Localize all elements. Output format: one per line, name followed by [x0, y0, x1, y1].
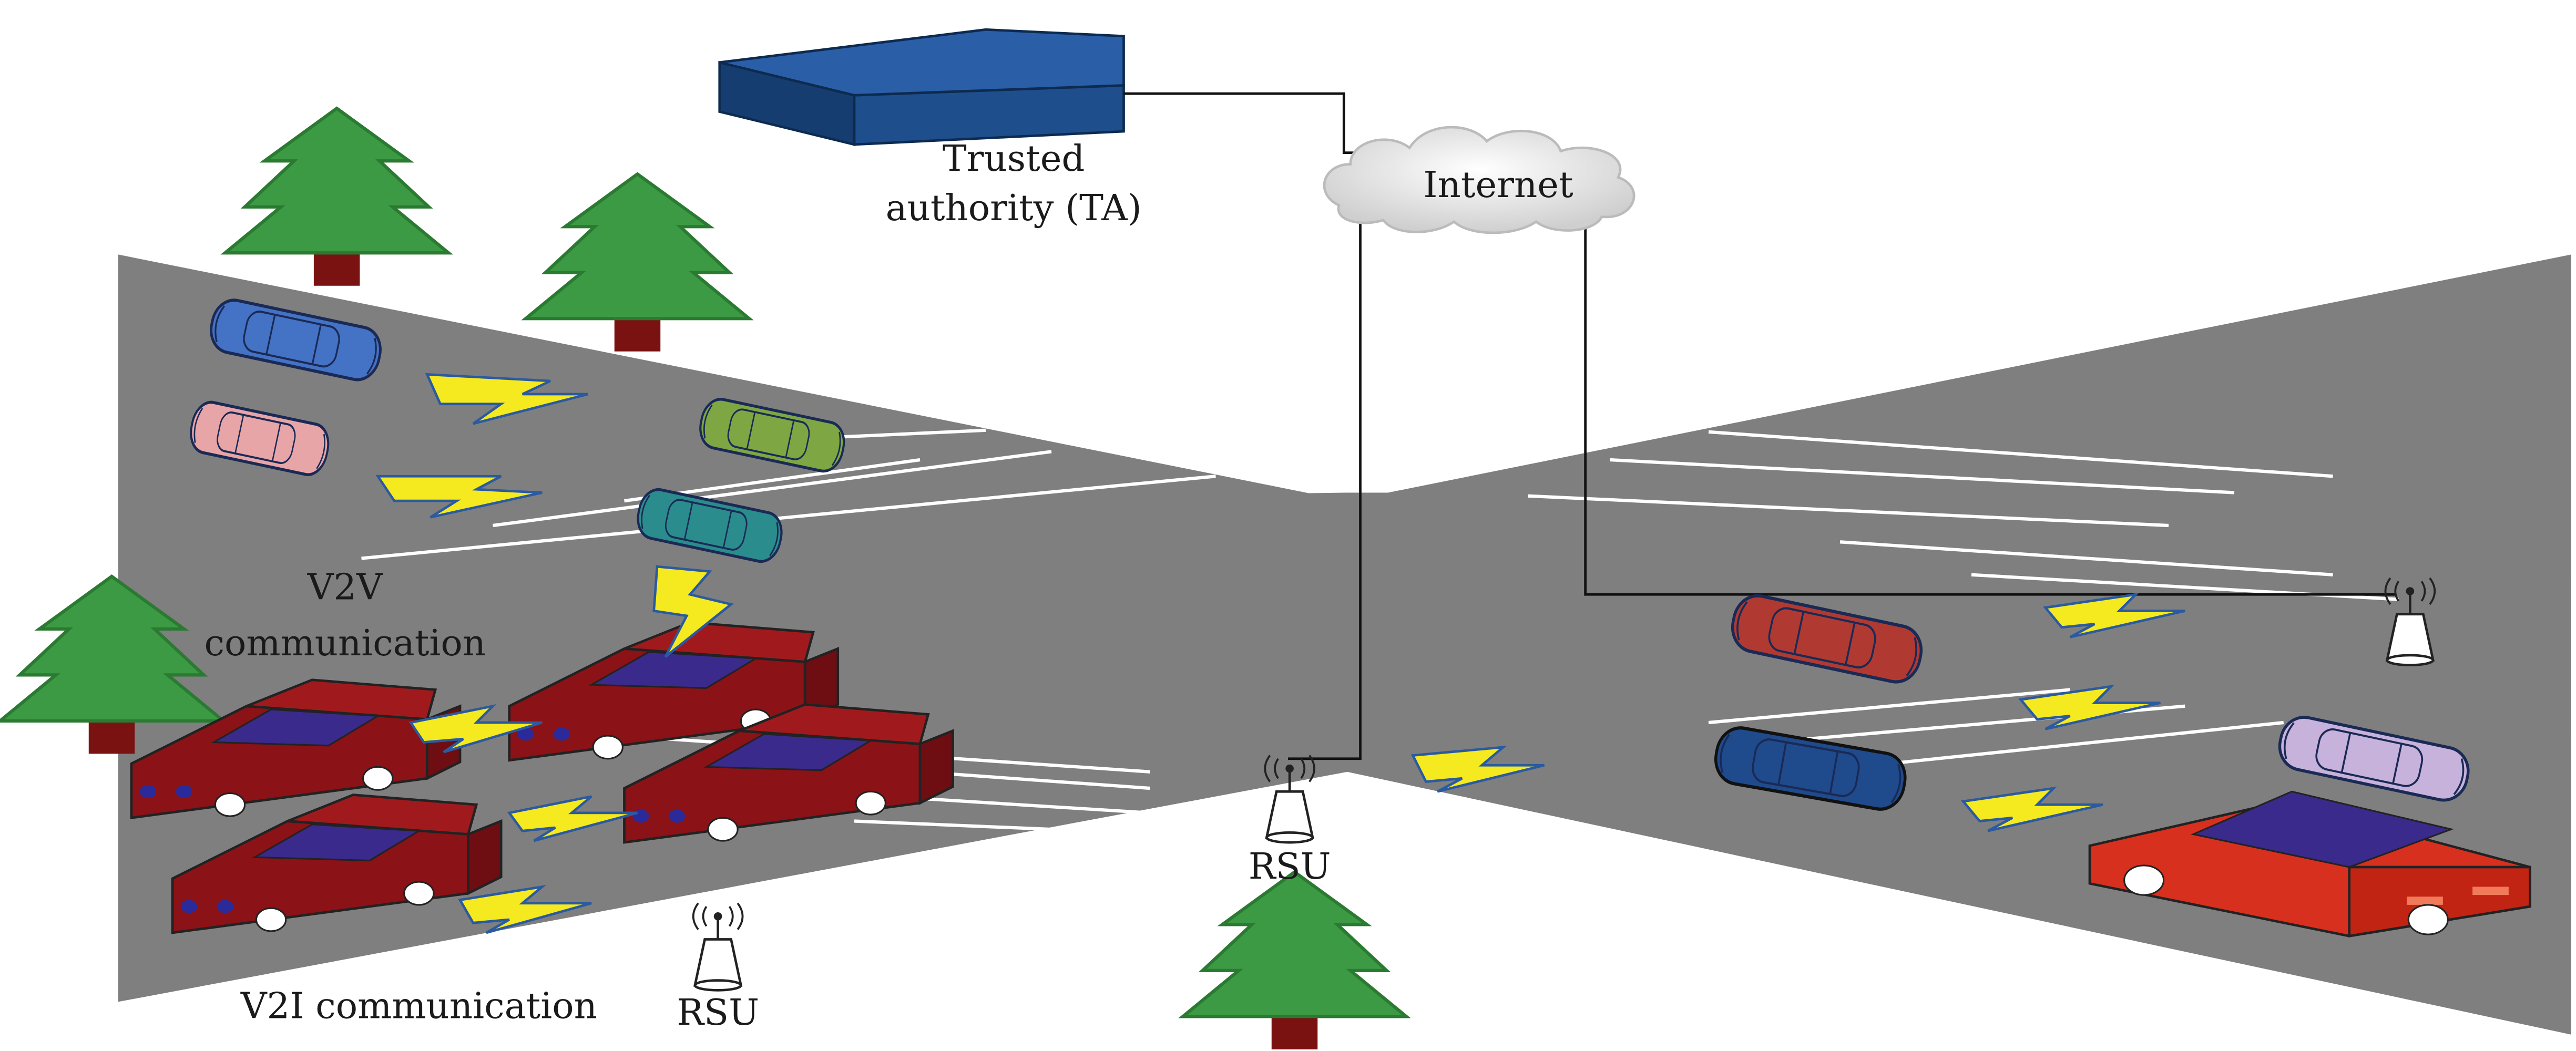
ta-label-line1: Trusted: [943, 138, 1085, 180]
rsu-center-label: RSU: [1249, 846, 1331, 888]
internet-label: Internet: [1423, 164, 1573, 206]
v2v-label-line2: communication: [204, 622, 486, 664]
tree-icon: [526, 174, 749, 352]
v2v-label-line1: V2V: [307, 566, 383, 609]
internet-cloud: [1323, 126, 1635, 234]
car-orange-side: [2088, 790, 2531, 938]
wireless-links: [375, 373, 2185, 934]
ta-label-line2: authority (TA): [886, 187, 1142, 229]
tree-icon: [225, 108, 448, 286]
v2i-label: V2I communication: [240, 985, 597, 1027]
rsu-icon-left: [693, 903, 743, 991]
rsu-left-label: RSU: [677, 992, 759, 1034]
tree-icon: [1183, 872, 1406, 1049]
trusted-authority-server: [718, 28, 1125, 146]
